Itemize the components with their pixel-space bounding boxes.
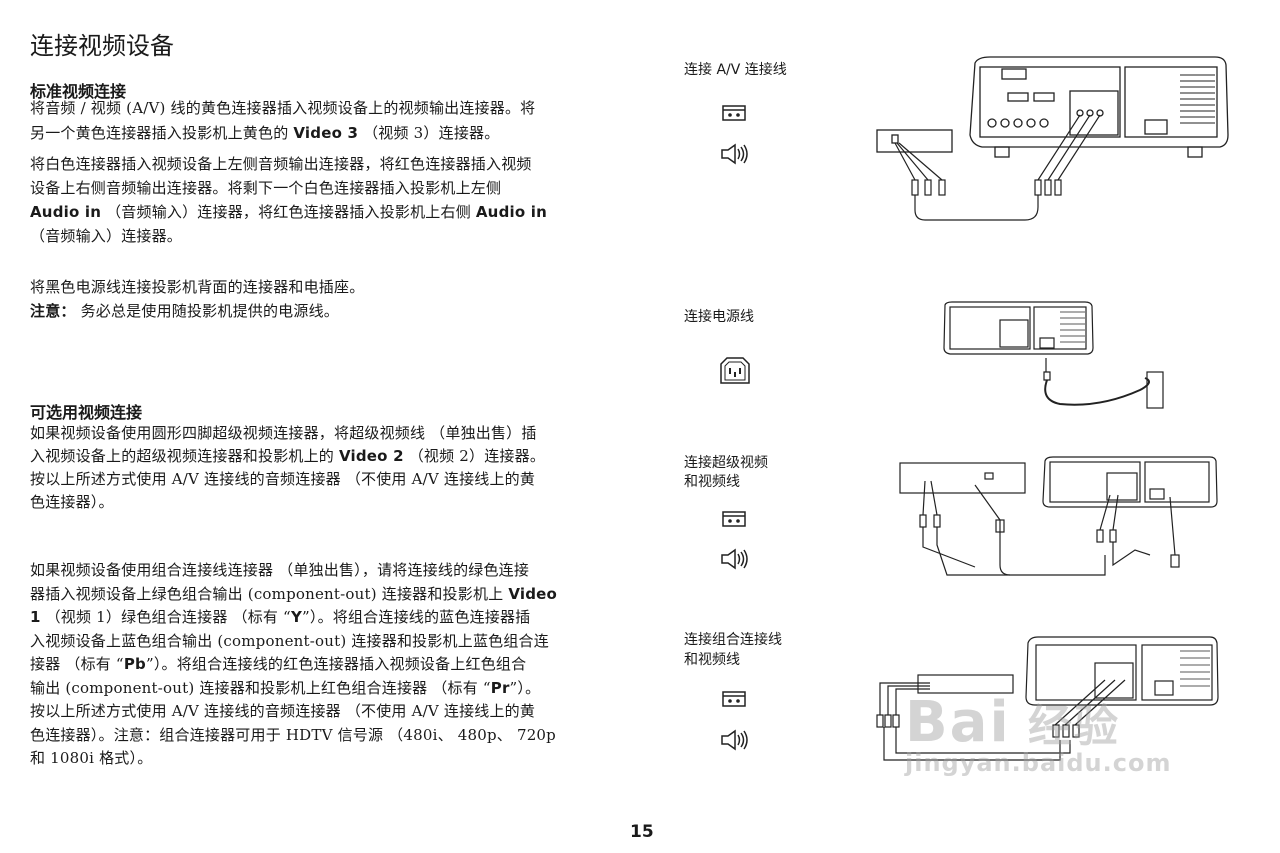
power-cord: [1043, 358, 1150, 406]
paragraph-line: 如果视频设备使用组合连接线连接器 （单独出售），请将连接线的绿色连接: [30, 559, 529, 580]
bold-term: 1: [30, 608, 41, 626]
paragraph-line: （音频输入）连接器。: [30, 225, 182, 246]
text-run: 入视频设备上蓝色组合输出 (component-out) 连接器和投影机上蓝色组…: [30, 631, 549, 650]
component-connection-diagram: [876, 636, 1219, 761]
text-run: 将音频 / 视频 (A/V) 线的黄色连接器插入视频设备上的视频输出连接器。将: [30, 99, 536, 117]
figure-label-svideo-2: 和视频线: [684, 474, 740, 490]
paragraph-line: 1 （视频 1）绿色组合连接器 （标有 “Y”）。将组合连接线的蓝色连接器插: [30, 606, 530, 627]
figure-label-component-1: 连接组合连接线: [684, 632, 782, 648]
bold-term: 注意：: [30, 302, 76, 320]
text-run: 色连接器）。注意：组合连接器可用于 HDTV 信号源 （480i、 480p、 …: [30, 725, 556, 744]
audio-icon: [721, 548, 748, 570]
video-device-illustration: [899, 462, 1026, 494]
text-run: 务必总是使用随投影机提供的电源线。: [75, 302, 339, 320]
bold-term: Video 2: [338, 447, 404, 465]
text-run: 另一个黄色连接器插入投影机上黄色的: [30, 124, 294, 142]
paragraph-line: Audio in （音频输入）连接器，将红色连接器插入投影机上右侧 Audio …: [30, 201, 547, 222]
text-run: 和 1080i 格式）。: [30, 749, 153, 767]
text-run: 接器 （标有 “: [30, 655, 124, 673]
power-connection-diagram: [943, 301, 1164, 409]
video-icon: [722, 105, 746, 121]
paragraph-line: 入视频设备上的超级视频连接器和投影机上的 Video 2 （视频 2）连接器。: [30, 445, 545, 466]
projector-rear-illustration: [943, 301, 1094, 355]
bold-term: Pr: [490, 678, 510, 697]
paragraph-line: 色连接器）。注意：组合连接器可用于 HDTV 信号源 （480i、 480p、 …: [30, 724, 556, 745]
section-heading: 可选用视频连接: [30, 403, 143, 422]
audio-icon: [721, 729, 748, 751]
bold-term: Audio in: [30, 203, 102, 221]
text-run: ”）。: [509, 678, 541, 697]
text-run: 将黑色电源线连接投影机背面的连接器和电插座。: [30, 278, 365, 296]
figure-label-svideo-1: 连接超级视频: [684, 455, 768, 471]
projector-rear-illustration: [1042, 456, 1218, 508]
av-connection-diagram: [876, 56, 1229, 221]
bold-term: Pb: [123, 655, 146, 673]
video-icon: [722, 691, 746, 707]
paragraph-line: 接器 （标有 “Pb”）。将组合连接线的红色连接器插入视频设备上红色组合: [30, 653, 526, 674]
video-device-illustration: [917, 674, 1014, 694]
paragraph-line: 按以上所述方式使用 A/V 连接线的音频连接器 （不使用 A/V 连接线上的黄: [30, 468, 535, 489]
text-run: （音频输入）连接器，将红色连接器插入投影机上右侧: [101, 203, 476, 221]
paragraph-line: 如果视频设备使用圆形四脚超级视频连接器，将超级视频线 （单独出售）插: [30, 422, 537, 443]
text-run: 按以上所述方式使用 A/V 连接线的音频连接器 （不使用 A/V 连接线上的黄: [30, 702, 536, 720]
video-icon: [722, 511, 746, 527]
paragraph-line: 将音频 / 视频 (A/V) 线的黄色连接器插入视频设备上的视频输出连接器。将: [30, 97, 535, 118]
text-run: （视频 3）连接器。: [358, 124, 500, 142]
paragraph-line: 器插入视频设备上绿色组合输出 (component-out) 连接器和投影机上 …: [30, 583, 557, 604]
paragraph-line: 将黑色电源线连接投影机背面的连接器和电插座。: [30, 276, 364, 297]
paragraph-line: 按以上所述方式使用 A/V 连接线的音频连接器 （不使用 A/V 连接线上的黄: [30, 700, 535, 721]
svideo-cable: [919, 480, 1180, 576]
component-cable: [876, 679, 1126, 761]
text-run: 按以上所述方式使用 A/V 连接线的音频连接器 （不使用 A/V 连接线上的黄: [30, 470, 536, 488]
video-device-illustration: [876, 129, 953, 153]
bold-term: Y: [290, 608, 302, 626]
section-heading: 标准视频连接: [30, 82, 127, 101]
projector-rear-illustration: [1025, 636, 1219, 706]
text-run: （视频 2）连接器。: [403, 447, 546, 465]
text-run: （音频输入）连接器。: [30, 227, 183, 245]
text-run: 设备上右侧音频输出连接器。将剩下一个白色连接器插入投影机上左侧: [30, 179, 502, 197]
paragraph-line: 注意： 务必总是使用随投影机提供的电源线。: [30, 300, 339, 321]
figure-label-power: 连接电源线: [684, 309, 754, 325]
projector-rear-illustration: [969, 56, 1229, 158]
text-run: 入视频设备上的超级视频连接器和投影机上的: [30, 447, 339, 465]
svideo-connection-diagram: [899, 456, 1218, 576]
text-run: 色连接器）。: [30, 493, 114, 511]
text-run: 如果视频设备使用组合连接线连接器 （单独出售），请将连接线的绿色连接: [30, 561, 530, 579]
watermark-logo: Bai 经验 jingyan.baidu.com: [905, 690, 1172, 777]
text-run: 器插入视频设备上绿色组合输出 (component-out) 连接器和投影机上: [30, 584, 509, 603]
bold-term: Video: [508, 584, 558, 603]
text-run: （视频 1）绿色组合连接器 （标有 “: [40, 608, 291, 626]
text-run: 输出 (component-out) 连接器和投影机上红色组合连接器 （标有 “: [30, 678, 491, 697]
text-run: ”）。将组合连接线的蓝色连接器插: [302, 608, 531, 626]
wall-outlet-illustration: [1146, 371, 1164, 409]
audio-icon: [721, 143, 748, 165]
paragraph-line: 色连接器）。: [30, 491, 114, 512]
page-title: 连接视频设备: [30, 32, 174, 60]
figure-label-av: 连接 A/V 连接线: [684, 62, 787, 78]
bold-term: Video 3: [293, 124, 359, 142]
paragraph-line: 和 1080i 格式）。: [30, 747, 152, 768]
text-run: ”）。将组合连接线的红色连接器插入视频设备上红色组合: [145, 655, 527, 673]
text-run: 将白色连接器插入视频设备上左侧音频输出连接器，将红色连接器插入视频: [30, 155, 532, 173]
paragraph-line: 另一个黄色连接器插入投影机上黄色的 Video 3 （视频 3）连接器。: [30, 122, 499, 143]
paragraph-line: 设备上右侧音频输出连接器。将剩下一个白色连接器插入投影机上左侧: [30, 177, 501, 198]
figure-label-component-2: 和视频线: [684, 652, 740, 668]
paragraph-line: 将白色连接器插入视频设备上左侧音频输出连接器，将红色连接器插入视频: [30, 153, 532, 174]
bold-term: Audio in: [475, 203, 547, 221]
av-cable: [894, 114, 1101, 221]
text-run: 如果视频设备使用圆形四脚超级视频连接器，将超级视频线 （单独出售）插: [30, 424, 537, 442]
page-number: 15: [630, 822, 654, 842]
paragraph-line: 入视频设备上蓝色组合输出 (component-out) 连接器和投影机上蓝色组…: [30, 630, 549, 651]
paragraph-line: 输出 (component-out) 连接器和投影机上红色组合连接器 （标有 “…: [30, 677, 540, 698]
power-inlet-icon: [720, 357, 750, 384]
